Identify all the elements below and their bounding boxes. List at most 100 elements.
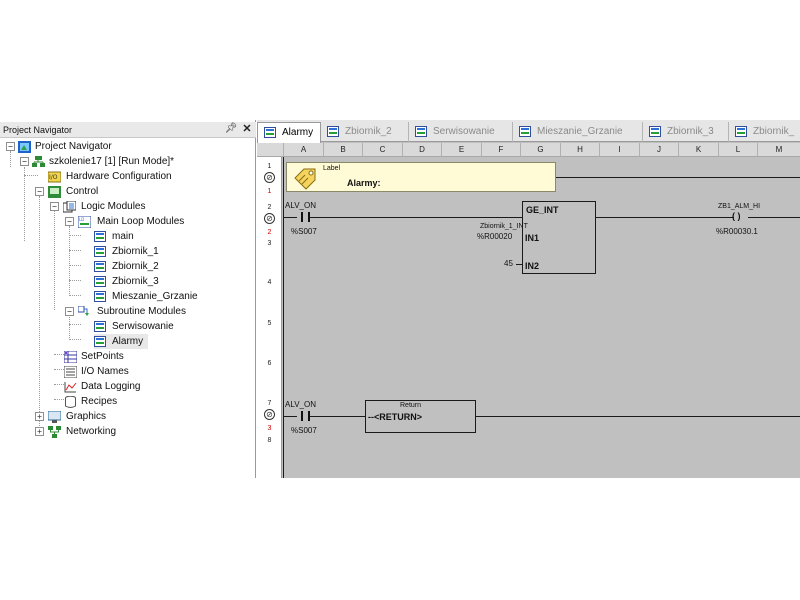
- rung-number: 4: [267, 279, 272, 286]
- rung-number: 5: [267, 320, 272, 327]
- tree-item-project-root[interactable]: − Project Navigator: [4, 139, 254, 154]
- rung-line-number: 3: [267, 425, 272, 432]
- output-coil[interactable]: ( ): [732, 211, 741, 221]
- column-header-bar: A B C D E F G H I J K L M: [257, 143, 800, 157]
- tree-line: [24, 175, 38, 176]
- collapse-toggle-icon[interactable]: −: [50, 202, 59, 211]
- tree-item-zbiornik-1[interactable]: Zbiornik_1: [4, 244, 254, 259]
- ladder-program-icon: [94, 231, 106, 242]
- tree-line: [24, 167, 25, 241]
- editor-tab-bar: Alarmy Zbiornik_2 Serwisowanie Mieszanie…: [257, 120, 800, 143]
- target-icon: [32, 156, 45, 167]
- collapse-toggle-icon[interactable]: −: [65, 307, 74, 316]
- expand-toggle-icon[interactable]: +: [35, 427, 44, 436]
- in1-variable-address: %R00020: [477, 232, 513, 241]
- column-header: G: [520, 143, 560, 157]
- return-caption: Return: [400, 402, 422, 409]
- collapse-toggle-icon[interactable]: −: [6, 142, 15, 151]
- contact-address: %S007: [291, 426, 317, 435]
- contact-address: %S007: [291, 227, 317, 236]
- ladder-program-icon: [94, 321, 106, 332]
- tree-item-serwisowanie[interactable]: Serwisowanie: [4, 319, 254, 334]
- tree-item-control[interactable]: − Control: [4, 184, 254, 199]
- rung-number: 1: [267, 163, 272, 170]
- label-caption: Label: [323, 165, 341, 172]
- tree-item-subroutine-modules[interactable]: − Subroutine Modules: [4, 304, 254, 319]
- tab-serwisowanie[interactable]: Serwisowanie: [409, 122, 513, 142]
- tree-line: [69, 295, 81, 296]
- pin-icon[interactable]: 📌︎: [224, 123, 238, 134]
- tree-item-graphics[interactable]: + Graphics: [4, 409, 254, 424]
- svg-text:I/O: I/O: [49, 174, 58, 181]
- column-header: F: [481, 143, 520, 157]
- project-navigator-panel: Project Navigator 📌︎ ✕ − Project Navigat…: [0, 120, 256, 478]
- tab-zbiornik-2[interactable]: Zbiornik_2: [321, 122, 409, 142]
- tab-label: Mieszanie_Grzanie: [537, 126, 623, 137]
- tab-mieszanie-grzanie[interactable]: Mieszanie_Grzanie: [513, 122, 643, 142]
- column-header: E: [441, 143, 481, 157]
- label-block[interactable]: Label Alarmy:: [286, 162, 556, 192]
- tree-line: [69, 235, 81, 236]
- recipes-icon: [64, 395, 76, 408]
- tree-line: [69, 250, 81, 251]
- column-header-spacer: [257, 143, 283, 157]
- tree-item-main[interactable]: main: [4, 229, 254, 244]
- column-header: I: [599, 143, 639, 157]
- tree-item-hardware-configuration[interactable]: I/O Hardware Configuration: [4, 169, 254, 184]
- rung-wire: [283, 416, 297, 417]
- rung-wire: [556, 177, 800, 178]
- tab-zbiornik-3[interactable]: Zbiornik_3: [643, 122, 729, 142]
- collapse-toggle-icon[interactable]: −: [65, 217, 74, 226]
- column-header: K: [678, 143, 718, 157]
- return-block[interactable]: Return --<RETURN>: [365, 400, 476, 433]
- ladder-program-icon: [649, 126, 661, 137]
- coil-name: ZB1_ALM_HI: [718, 203, 761, 210]
- rung-wire: [310, 217, 522, 218]
- tree-item-zbiornik-3[interactable]: Zbiornik_3: [4, 274, 254, 289]
- tree-item-target[interactable]: − szkolenie17 [1] [Run Mode]*: [4, 154, 254, 169]
- contact-name: ALV_ON: [285, 400, 316, 409]
- tree-line: [54, 211, 55, 310]
- rung-wire: [476, 416, 800, 417]
- expand-toggle-icon[interactable]: +: [35, 412, 44, 421]
- collapse-toggle-icon[interactable]: −: [20, 157, 29, 166]
- function-block-input-2: IN2: [525, 261, 540, 271]
- normally-open-contact[interactable]: [295, 411, 317, 421]
- tree-item-io-names[interactable]: I/O Names: [4, 364, 254, 379]
- column-header: L: [718, 143, 757, 157]
- ladder-grid[interactable]: Label Alarmy: ALV_ON %S007 GE_INT IN1 IN…: [283, 157, 800, 478]
- column-header: J: [639, 143, 678, 157]
- tree-item-label: Serwisowanie: [112, 321, 174, 332]
- tree-item-main-loop-modules[interactable]: − LD Main Loop Modules: [4, 214, 254, 229]
- tree-item-setpoints[interactable]: SetPoints: [4, 349, 254, 364]
- ladder-editor: Alarmy Zbiornik_2 Serwisowanie Mieszanie…: [257, 120, 800, 478]
- ge-int-function-block[interactable]: GE_INT IN1 IN2: [522, 201, 596, 274]
- data-logging-icon: [64, 381, 77, 393]
- tree-item-recipes[interactable]: Recipes: [4, 394, 254, 409]
- tree-item-alarmy[interactable]: Alarmy: [94, 334, 148, 349]
- column-header: C: [362, 143, 402, 157]
- function-block-name: GE_INT: [526, 205, 559, 215]
- ladder-program-icon: [327, 126, 339, 137]
- normally-open-contact[interactable]: [295, 212, 317, 222]
- column-header: A: [283, 143, 323, 157]
- tree-line: [69, 280, 81, 281]
- tree-item-label: Control: [66, 186, 99, 197]
- tree-item-data-logging[interactable]: Data Logging: [4, 379, 254, 394]
- close-icon[interactable]: ✕: [242, 123, 252, 135]
- collapse-toggle-icon[interactable]: −: [35, 187, 44, 196]
- tree-item-logic-modules[interactable]: − Logic Modules: [4, 199, 254, 214]
- tree-item-mieszanie-grzanie[interactable]: Mieszanie_Grzanie: [4, 289, 254, 304]
- tab-label: Zbiornik_2: [345, 126, 392, 137]
- rung-status-icon: ⊘: [264, 172, 275, 183]
- rung-wire: [310, 416, 365, 417]
- tree-item-label: Subroutine Modules: [97, 306, 186, 317]
- tree-item-zbiornik-2[interactable]: Zbiornik_2: [4, 259, 254, 274]
- ladder-program-icon: [415, 126, 427, 137]
- tab-zbiornik-partial[interactable]: Zbiornik_: [729, 122, 800, 142]
- tree-item-label: Recipes: [81, 396, 118, 407]
- rung-number: 6: [267, 360, 272, 367]
- rung-wire: [748, 217, 800, 218]
- tab-alarmy[interactable]: Alarmy: [257, 122, 321, 143]
- tree-item-networking[interactable]: + Networking: [4, 424, 254, 439]
